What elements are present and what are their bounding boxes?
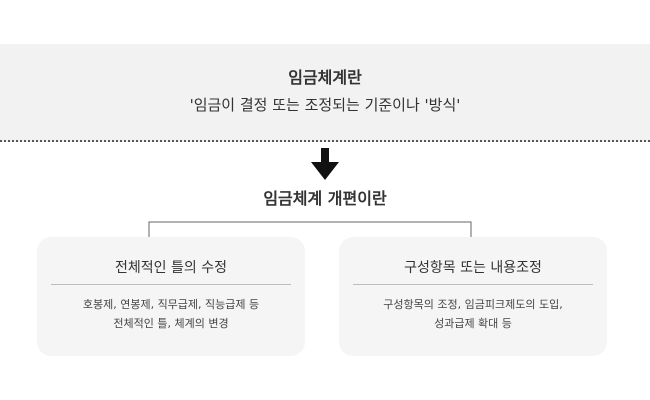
card-title: 전체적인 틀의 수정 — [115, 260, 227, 276]
card-divider — [353, 284, 593, 285]
card-structure-revision: 전체적인 틀의 수정 호봉제, 연봉제, 직무급제, 직능급제 등 전체적인 틀… — [37, 237, 305, 356]
definition-panel: 임금체계란 '임금이 결정 또는 조정되는 기준이나 '방식' — [0, 44, 650, 142]
definition-title: 임금체계란 — [288, 68, 362, 87]
definition-text: '임금이 결정 또는 조정되는 기준이나 '방식' — [189, 96, 461, 114]
reform-heading: 임금체계 개편이란 — [263, 189, 387, 208]
card-description-line: 전체적인 틀, 체계의 변경 — [113, 317, 229, 330]
card-description-line: 성과급제 확대 등 — [434, 317, 512, 330]
card-title: 구성항목 또는 내용조정 — [404, 260, 542, 276]
card-divider — [51, 284, 291, 285]
card-description-line: 구성항목의 조정, 임금피크제도의 도입, — [383, 298, 563, 311]
card-component-adjustment: 구성항목 또는 내용조정 구성항목의 조정, 임금피크제도의 도입, 성과급제 … — [339, 237, 607, 356]
down-arrow-icon — [311, 148, 339, 180]
card-description: 구성항목의 조정, 임금피크제도의 도입, 성과급제 확대 등 — [339, 295, 607, 333]
branch-connector — [148, 221, 472, 237]
card-description-line: 호봉제, 연봉제, 직무급제, 직능급제 등 — [82, 298, 260, 311]
card-description: 호봉제, 연봉제, 직무급제, 직능급제 등 전체적인 틀, 체계의 변경 — [37, 295, 305, 333]
